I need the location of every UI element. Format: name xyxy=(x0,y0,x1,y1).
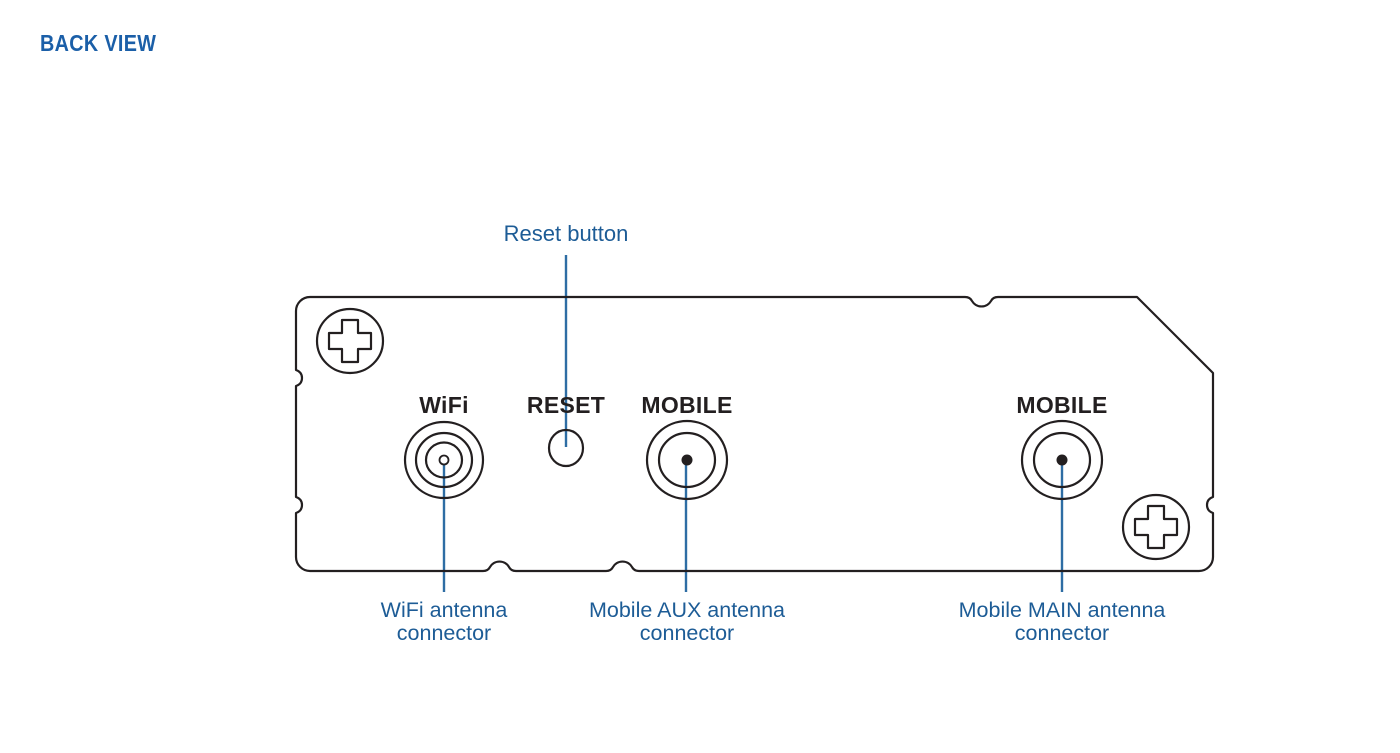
reset-button[interactable] xyxy=(547,428,585,468)
reset-hole-icon xyxy=(547,428,585,468)
phillips-screw-icon xyxy=(1121,493,1191,561)
mobile-main-connector[interactable] xyxy=(1020,419,1104,501)
silkscreen-label-mobile-aux: MOBILE xyxy=(641,392,732,418)
callout-mobile-aux-line-2: connector xyxy=(640,621,734,645)
phillips-screw-icon xyxy=(315,307,385,375)
screw-bottom-right xyxy=(1121,493,1191,561)
screw-top-left xyxy=(315,307,385,375)
callout-mobile-main-antenna-connector: Mobile MAIN antenna connector xyxy=(959,598,1166,645)
silkscreen-label-wifi: WiFi xyxy=(419,392,469,418)
sma-connector-icon xyxy=(1020,419,1104,501)
connector-center-pin xyxy=(681,454,693,466)
wifi-connector[interactable] xyxy=(403,420,485,500)
silkscreen-label-reset: RESET xyxy=(527,392,605,418)
page-title: BACK VIEW xyxy=(40,30,157,56)
connector-ring-inner xyxy=(657,431,717,489)
connector-ring-inner xyxy=(1032,431,1092,489)
connector-ring-mid xyxy=(414,431,474,489)
callout-wifi-antenna-connector: WiFi antenna connector xyxy=(381,598,508,645)
callout-wifi-line-2: connector xyxy=(397,621,491,645)
screw-cross-slot xyxy=(327,318,373,364)
callout-wifi-line-1: WiFi antenna xyxy=(381,598,508,622)
callout-mobile-main-line-1: Mobile MAIN antenna xyxy=(959,598,1166,622)
callout-mobile-main-line-2: connector xyxy=(1015,621,1109,645)
callout-mobile-aux-antenna-connector: Mobile AUX antenna connector xyxy=(589,598,785,645)
mobile-aux-connector[interactable] xyxy=(645,419,729,501)
connector-center-pin xyxy=(1056,454,1068,466)
sma-connector-icon xyxy=(645,419,729,501)
enclosure-outline xyxy=(294,295,1215,573)
connector-ring-inner xyxy=(424,441,464,479)
callout-reset-button: Reset button xyxy=(504,221,629,246)
callout-mobile-aux-line-1: Mobile AUX antenna xyxy=(589,598,785,622)
sma-connector-icon xyxy=(403,420,485,500)
connector-center-hollow xyxy=(438,454,450,466)
silkscreen-label-mobile-main: MOBILE xyxy=(1016,392,1107,418)
screw-cross-slot xyxy=(1133,504,1179,550)
